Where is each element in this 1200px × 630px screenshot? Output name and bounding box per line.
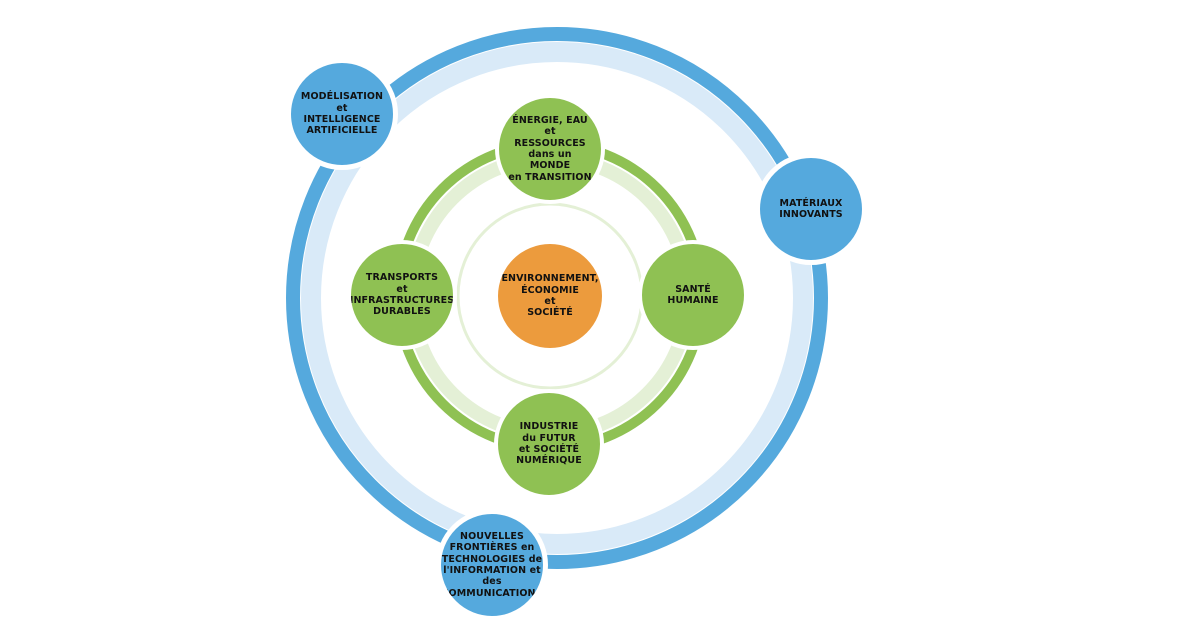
node-modelisation: MODÉLISATION et INTELLIGENCE ARTIFICIELL… — [286, 58, 398, 170]
node-industrie-label: INDUSTRIE du FUTUR et SOCIÉTÉ NUMÉRIQUE — [516, 421, 582, 467]
node-transports-label: TRANSPORTS et INFRASTRUCTURES DURABLES — [349, 272, 455, 318]
node-industrie: INDUSTRIE du FUTUR et SOCIÉTÉ NUMÉRIQUE — [494, 389, 604, 499]
outer-ring — [286, 27, 828, 569]
outer-ring-inner-band — [301, 42, 813, 554]
node-energie: ÉNERGIE, EAU et RESSOURCES dans un MONDE… — [495, 94, 605, 204]
node-modelisation-label: MODÉLISATION et INTELLIGENCE ARTIFICIELL… — [300, 91, 384, 137]
node-sante-label: SANTÉ HUMAINE — [667, 283, 719, 306]
node-nouvelles-label: NOUVELLES FRONTIÈRES en TECHNOLOGIES de … — [441, 530, 543, 599]
node-nouvelles-frontieres: NOUVELLES FRONTIÈRES en TECHNOLOGIES de … — [436, 509, 548, 621]
node-materiaux-label: MATÉRIAUX INNOVANTS — [779, 197, 843, 220]
node-transports: TRANSPORTS et INFRASTRUCTURES DURABLES — [347, 240, 457, 350]
node-energie-label: ÉNERGIE, EAU et RESSOURCES dans un MONDE… — [508, 114, 592, 183]
node-sante: SANTÉ HUMAINE — [638, 240, 748, 350]
center-node-label: ENVIRONNEMENT, ÉCONOMIE et SOCIÉTÉ — [501, 273, 599, 319]
center-node-environnement: ENVIRONNEMENT, ÉCONOMIE et SOCIÉTÉ — [498, 244, 602, 348]
node-materiaux: MATÉRIAUX INNOVANTS — [755, 153, 867, 265]
